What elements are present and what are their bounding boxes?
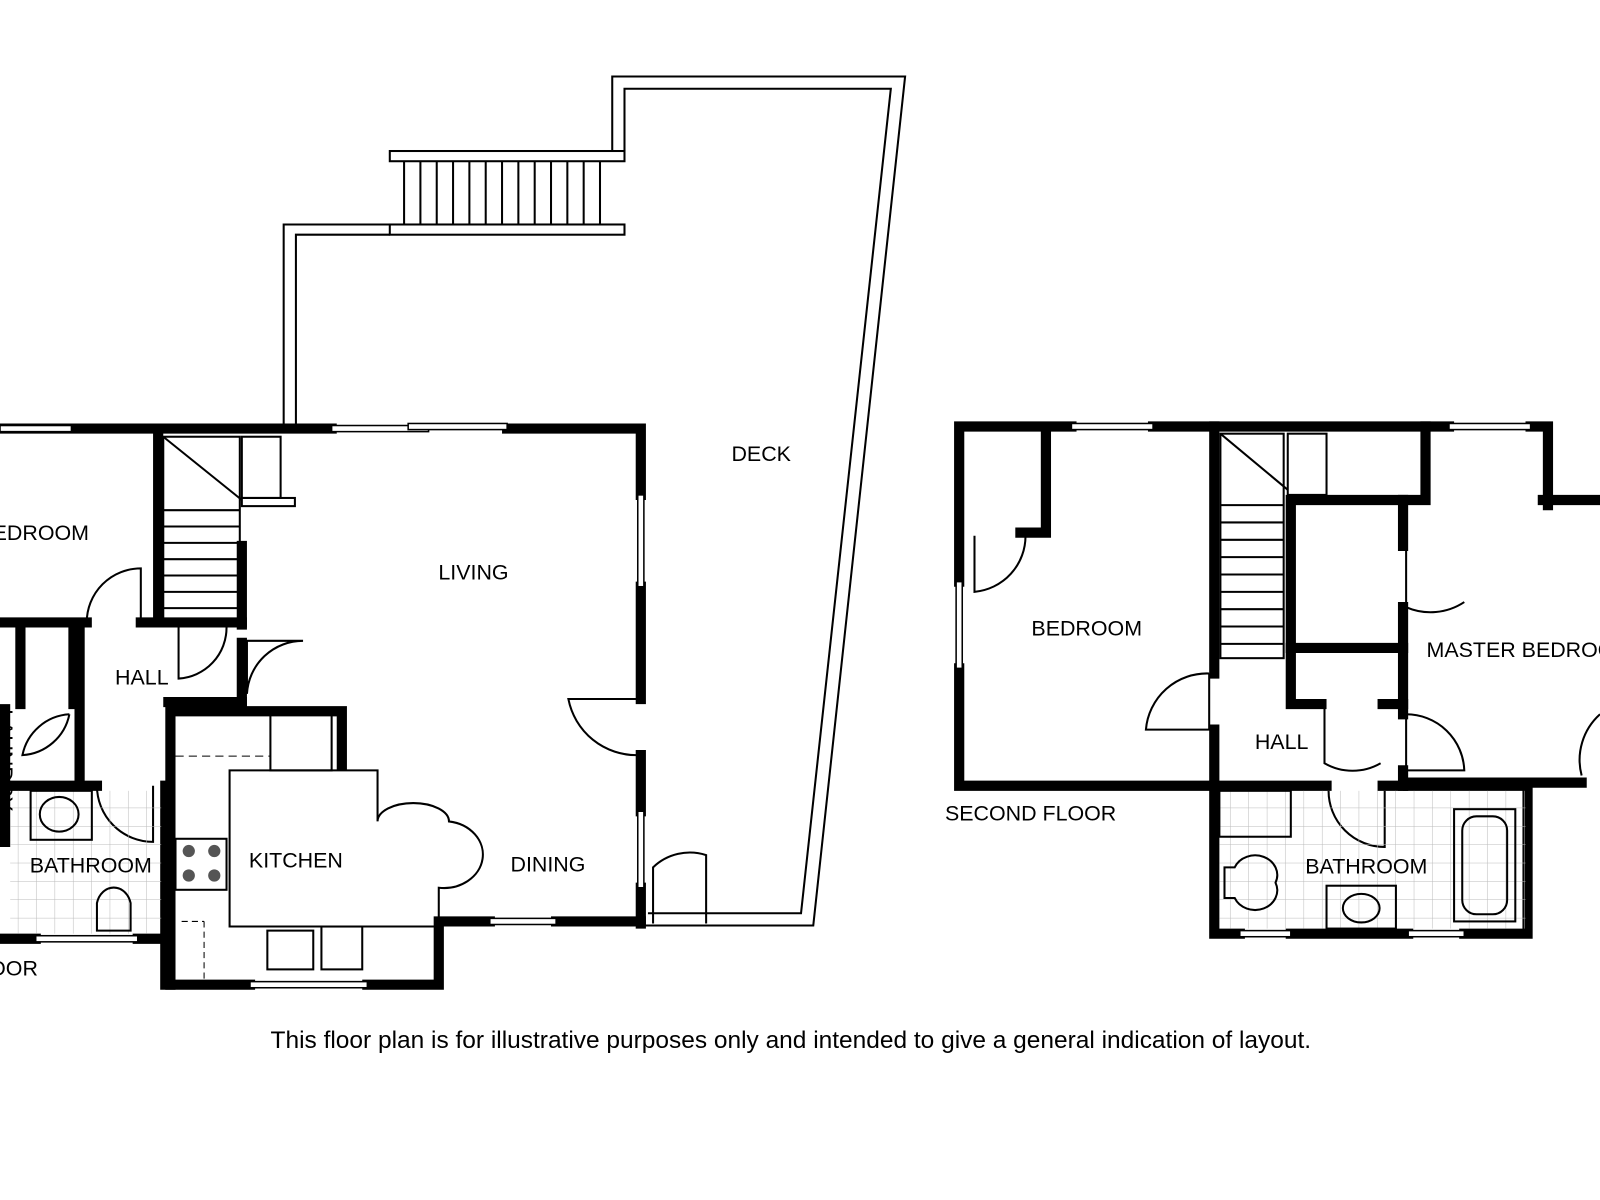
room-label-master-bedroom: MASTER BEDROOM: [1427, 638, 1600, 662]
room-label-hall-first: HALL: [115, 666, 169, 690]
kitchen-fixtures: [174, 713, 484, 980]
second-floor-walls: [954, 421, 1600, 939]
room-label-hall-second: HALL: [1255, 730, 1309, 754]
second-floor-bathroom: [1218, 789, 1526, 930]
room-label-dining: DINING: [510, 852, 585, 876]
room-label-bedroom-first: BEDROOM: [0, 521, 89, 545]
room-label-deck: DECK: [731, 442, 791, 466]
floor-label-first: FIRST FLOOR: [0, 957, 38, 981]
first-floor-walls: [0, 423, 646, 990]
second-floor-stairs: [1219, 432, 1328, 660]
floor-label-second: SECOND FLOOR: [945, 801, 1116, 825]
second-floor-windows: [955, 422, 1532, 938]
room-label-laundry: LAUNDRY: [0, 709, 17, 811]
room-label-bedroom-second: BEDROOM: [1031, 617, 1142, 641]
first-floor-windows: [0, 422, 645, 989]
room-label-kitchen: KITCHEN: [249, 848, 343, 872]
room-label-bathroom-second: BATHROOM: [1305, 854, 1427, 878]
first-floor-stairs: [162, 435, 296, 622]
first-floor-bathroom: [10, 789, 162, 934]
room-label-living: LIVING: [438, 561, 508, 585]
room-label-bathroom-first: BATHROOM: [30, 853, 152, 877]
deck-outline: [282, 75, 907, 927]
deck-stairs: [388, 150, 626, 236]
disclaimer-text: This floor plan is for illustrative purp…: [271, 1027, 1312, 1054]
